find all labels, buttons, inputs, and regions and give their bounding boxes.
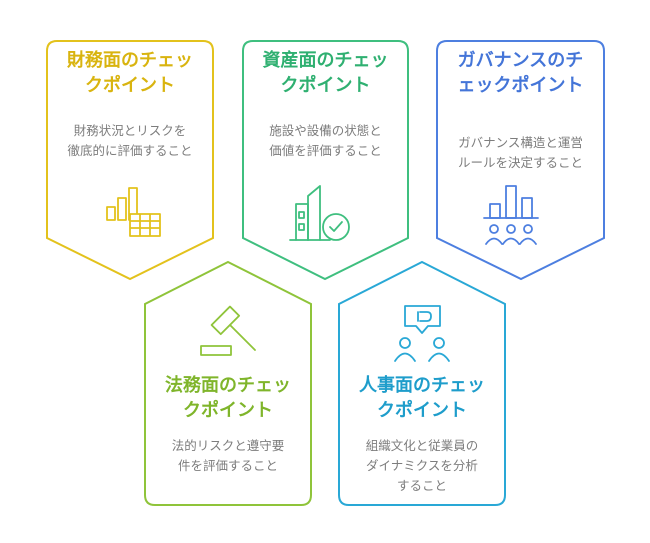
finance-description: 財務状況とリスクを 徹底的に評価すること <box>47 121 213 161</box>
card-outline-finance <box>46 40 214 281</box>
people-discussion-icon <box>394 305 450 362</box>
finance-desc-line-1: 財務状況とリスクを <box>73 123 187 138</box>
finance-title-line-1: 財務面のチェッ <box>67 50 193 71</box>
hr-title-line-2: クポイント <box>377 400 467 421</box>
assets-title: 資産面のチェッ クポイント <box>243 48 408 98</box>
gavel-icon <box>200 305 256 356</box>
finance-title-line-2: クポイント <box>85 75 175 96</box>
assets-description: 施設や設備の状態と 価値を評価すること <box>243 121 408 161</box>
card-outline-legal <box>144 260 312 506</box>
card-outline-assets <box>242 40 409 281</box>
hr-title-line-1: 人事面のチェッ <box>359 375 485 396</box>
legal-description: 法的リスクと遵守要 件を評価すること <box>145 436 311 476</box>
hr-description: 組織文化と従業員の ダイナミクスを分析 すること <box>339 436 505 496</box>
governance-desc-line-2: ルールを決定すること <box>457 155 583 170</box>
org-chart-people-icon <box>483 185 539 245</box>
assets-title-line-1: 資産面のチェッ <box>262 50 389 71</box>
hr-title: 人事面のチェッ クポイント <box>339 373 505 423</box>
legal-title: 法務面のチェッ クポイント <box>145 373 311 423</box>
assets-desc-line-2: 価値を評価すること <box>269 143 382 158</box>
assets-title-line-2: クポイント <box>280 75 371 96</box>
bar-chart-table-icon <box>106 187 161 237</box>
card-outline-hr <box>338 260 506 506</box>
card-outline-governance <box>436 40 605 281</box>
hr-desc-line-1: 組織文化と従業員の <box>365 438 479 453</box>
legal-title-line-1: 法務面のチェッ <box>165 375 291 396</box>
legal-desc-line-2: 件を評価すること <box>177 458 278 473</box>
governance-desc-line-1: ガバナンス構造と運営 <box>458 135 583 150</box>
hr-desc-line-3: すること <box>396 478 447 493</box>
governance-title-line-2: ェックポイント <box>457 75 584 96</box>
governance-title: ガバナンスのチ ェックポイント <box>437 48 604 98</box>
legal-title-line-2: クポイント <box>183 400 273 421</box>
finance-desc-line-2: 徹底的に評価すること <box>67 143 193 158</box>
hr-desc-line-2: ダイナミクスを分析 <box>366 458 478 473</box>
governance-description: ガバナンス構造と運営 ルールを決定すること <box>437 133 604 173</box>
building-check-icon <box>289 185 350 241</box>
legal-desc-line-1: 法的リスクと遵守要 <box>171 438 285 453</box>
governance-title-line-1: ガバナンスのチ <box>457 50 584 71</box>
assets-desc-line-1: 施設や設備の状態と <box>269 123 382 138</box>
finance-title: 財務面のチェッ クポイント <box>47 48 213 98</box>
